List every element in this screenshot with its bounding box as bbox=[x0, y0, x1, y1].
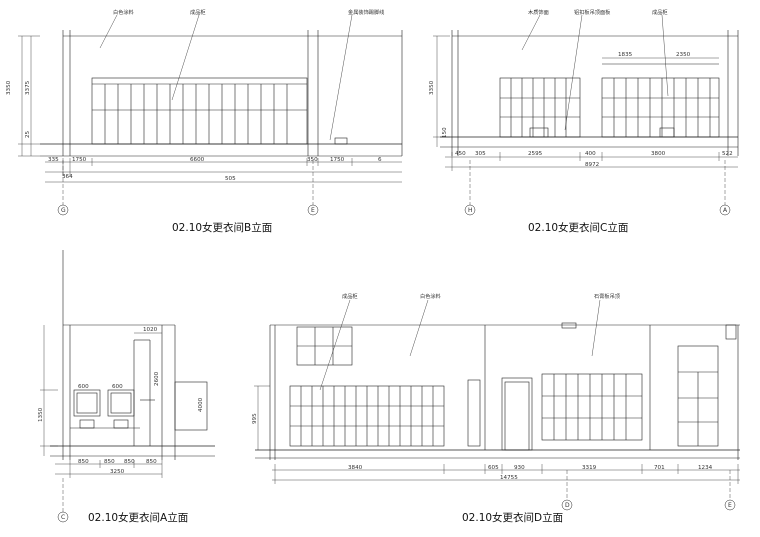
dim-d-total: 14755 bbox=[500, 475, 518, 481]
dim-c-3: 2595 bbox=[528, 151, 543, 157]
dim-c-base: 150 bbox=[442, 127, 448, 138]
dim-c-top-1: 1835 bbox=[618, 52, 633, 58]
dim-c-1: 450 bbox=[455, 151, 466, 157]
label-d-ceiling: 石膏板吊顶 bbox=[594, 292, 620, 300]
dim-d-4: 3319 bbox=[582, 465, 597, 471]
dim-c-2: 305 bbox=[475, 151, 486, 157]
grid-b-left: G bbox=[61, 207, 66, 214]
dim-a-4: 850 bbox=[146, 459, 157, 465]
elevation-a bbox=[40, 250, 215, 523]
label-b-cabinet: 成品柜 bbox=[190, 8, 206, 16]
dim-a-2: 850 bbox=[104, 459, 115, 465]
dim-a-height: 1350 bbox=[38, 407, 44, 422]
title-d: 02.10女更衣间D立面 bbox=[462, 511, 563, 524]
dim-c-6: 522 bbox=[722, 151, 733, 157]
elevation-c bbox=[433, 14, 739, 216]
cabinet-grid-d-left bbox=[290, 386, 444, 446]
cabinet-grid-c-left bbox=[500, 78, 580, 137]
dim-a-mirror-2: 600 bbox=[112, 384, 123, 390]
dim-b-5: 1750 bbox=[330, 157, 345, 163]
dim-b-total: 505 bbox=[225, 176, 236, 182]
dim-d-3: 930 bbox=[514, 465, 525, 471]
grid-d-left: D bbox=[565, 502, 570, 509]
grid-c-left: H bbox=[468, 207, 473, 214]
dim-c-4: 400 bbox=[585, 151, 596, 157]
dim-d-height: 995 bbox=[252, 413, 258, 424]
grid-b-right: E bbox=[311, 207, 315, 214]
dim-a-panel: 4000 bbox=[198, 397, 204, 412]
dim-a-total: 3250 bbox=[110, 469, 125, 475]
grid-d-right: E bbox=[728, 502, 732, 509]
dim-c-total: 8972 bbox=[585, 162, 599, 168]
label-c-wood: 木质饰面 bbox=[528, 8, 549, 16]
dim-b-height: 3350 bbox=[6, 80, 12, 95]
dim-b-3: 6600 bbox=[190, 157, 205, 163]
dim-b-height-2: 3375 bbox=[25, 80, 31, 95]
cabinet-grid-d-center bbox=[542, 374, 642, 440]
dim-b-base: 25 bbox=[25, 130, 31, 138]
dim-a-3: 850 bbox=[124, 459, 135, 465]
label-b-skirting: 金属装饰踢脚线 bbox=[348, 8, 384, 16]
title-b: 02.10女更衣间B立面 bbox=[172, 221, 272, 234]
label-c-ceiling: 铝扣板吊顶面板 bbox=[574, 8, 611, 16]
grid-c-right: A bbox=[723, 207, 728, 214]
dim-b-2: 1750 bbox=[72, 157, 87, 163]
dim-c-top-2: 2350 bbox=[676, 52, 691, 58]
dim-a-top: 1020 bbox=[143, 327, 158, 333]
grid-a-left: C bbox=[61, 514, 65, 521]
title-c: 02.10女更衣间C立面 bbox=[528, 221, 628, 234]
title-a: 02.10女更衣间A立面 bbox=[88, 511, 188, 524]
dim-b-6: 6 bbox=[378, 157, 382, 163]
label-c-cabinet: 成品柜 bbox=[652, 8, 668, 16]
dim-d-2: 605 bbox=[488, 465, 499, 471]
label-d-cabinet: 成品柜 bbox=[342, 292, 358, 300]
dim-a-mid: 2600 bbox=[154, 371, 160, 386]
dim-d-1: 3840 bbox=[348, 465, 363, 471]
dim-c-5: 3800 bbox=[651, 151, 666, 157]
dim-b-7: 364 bbox=[62, 174, 73, 180]
dim-b-1: 335 bbox=[48, 157, 59, 163]
elevation-b bbox=[18, 14, 403, 216]
elevation-d bbox=[254, 299, 740, 511]
dim-b-4: 350 bbox=[307, 157, 318, 163]
cabinet-grid-b bbox=[92, 84, 307, 144]
dim-d-6: 1234 bbox=[698, 465, 713, 471]
label-d-paint: 白色涂料 bbox=[420, 292, 441, 300]
dim-d-5: 701 bbox=[654, 465, 665, 471]
label-b-paint: 白色涂料 bbox=[113, 8, 134, 16]
dim-a-1: 850 bbox=[78, 459, 89, 465]
cabinet-grid-c-right bbox=[602, 78, 719, 137]
dim-a-mirror-1: 600 bbox=[78, 384, 89, 390]
dim-c-height: 3350 bbox=[429, 80, 435, 95]
